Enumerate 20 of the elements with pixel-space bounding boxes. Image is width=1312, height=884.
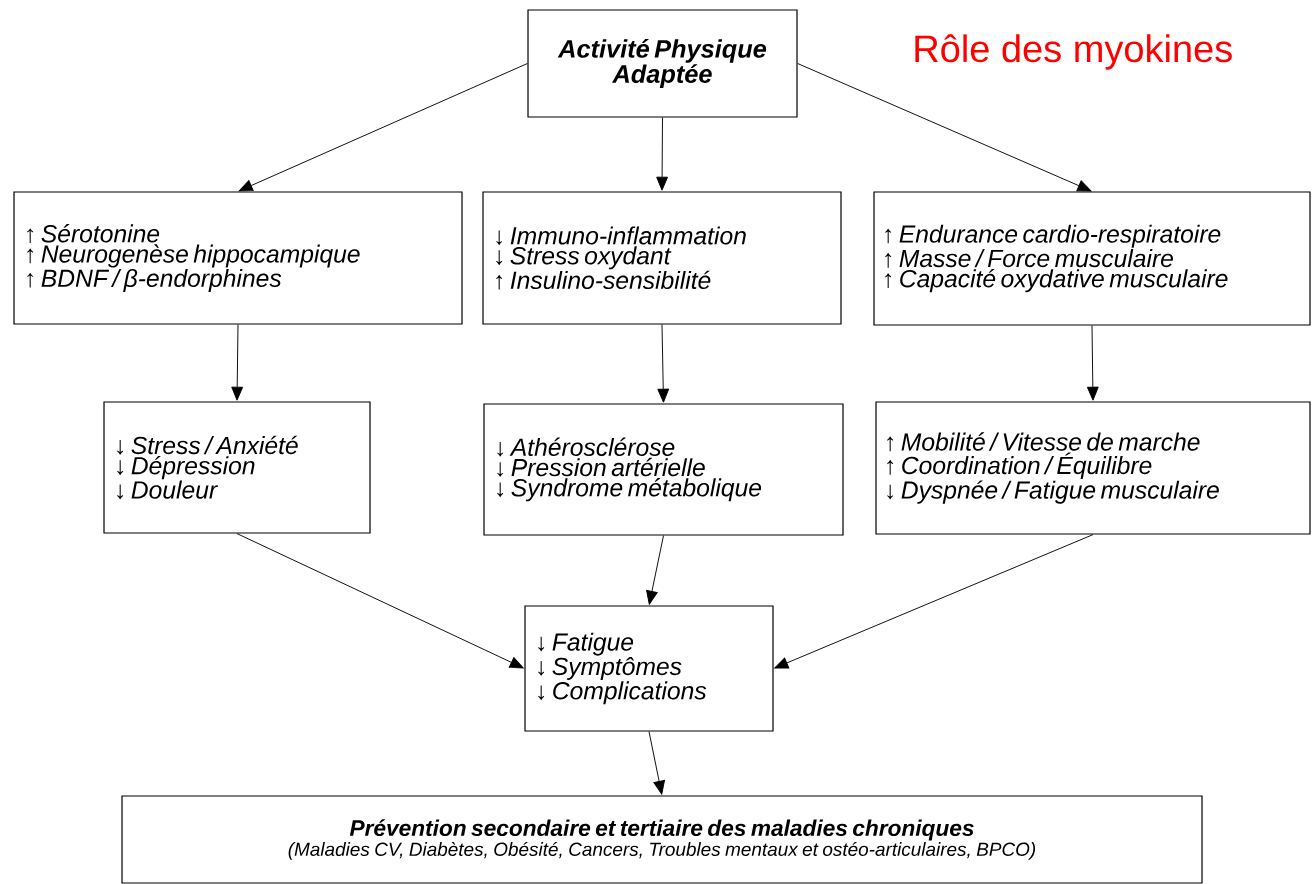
arrow bbox=[657, 324, 670, 403]
arrow bbox=[231, 324, 244, 401]
list-box: ↓ Fatigue ↓ Symptômes ↓ Complications bbox=[524, 605, 774, 732]
arrow bbox=[656, 117, 668, 191]
arrow bbox=[646, 535, 664, 605]
arrow bbox=[236, 533, 524, 669]
outcome-box: Prévention secondaire et tertiaire des maladies chroniques (Maladies CV, Diabètes, Obésité, Cancers, Troubles mentaux et ostéo-articulaires, BPCO) bbox=[121, 795, 1203, 884]
list-box: ↑ Sérotonine ↑ Neurogenèse hippocampique ↑ BDNF / β-endorphines bbox=[13, 191, 463, 325]
title: Rôle des myokines bbox=[915, 34, 1232, 70]
arrow bbox=[238, 63, 528, 192]
arrow bbox=[797, 63, 1092, 192]
arrow bbox=[774, 534, 1094, 669]
list-box: ↓ Immuno-inflammation ↓ Stress oxydant ↑ Insulino-sensibilité bbox=[482, 191, 842, 325]
process-box: Activité Physique Adaptée bbox=[527, 9, 798, 118]
list-box: ↑ Endurance cardio-respiratoire ↑ Masse / Force musculaire ↑ Capacité oxydative musculaire bbox=[873, 191, 1311, 326]
list-box: ↓ Athérosclérose ↓ Pression artérielle ↓ Syndrome métabolique bbox=[483, 403, 844, 536]
list-box: ↓ Stress / Anxiété ↓ Dépression ↓ Douleur bbox=[103, 401, 371, 534]
list-box: ↑ Mobilité / Vitesse de marche ↑ Coordination / Équilibre ↓ Dyspnée / Fatigue musculaire bbox=[875, 401, 1311, 535]
arrow bbox=[648, 731, 665, 795]
arrow bbox=[1086, 325, 1099, 401]
